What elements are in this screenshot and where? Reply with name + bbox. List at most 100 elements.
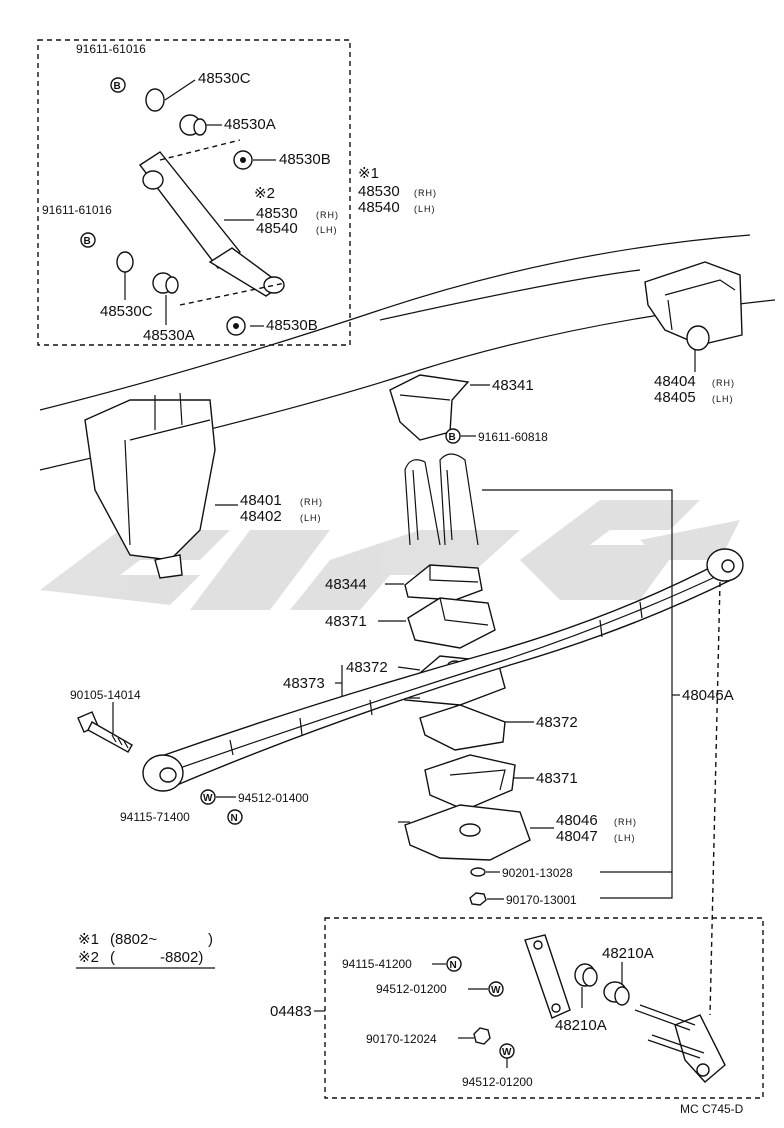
label-outer-rh: 48530 (358, 183, 400, 200)
label-48530b-top: 48530B (279, 151, 331, 168)
label-48404-side: (RH) (712, 378, 735, 388)
svg-text:B: B (114, 81, 121, 92)
bushing-a-bot-icon (152, 272, 179, 294)
label-48405: 48405 (654, 389, 696, 406)
leader-line (164, 79, 196, 101)
svg-text:N: N (450, 960, 457, 971)
note2-mark: ※2 (78, 949, 99, 966)
label-outer-lh: 48540 (358, 199, 400, 216)
bushing-c-top-icon (145, 88, 165, 112)
nut-n-icon: N (227, 809, 243, 825)
svg-text:W: W (502, 1047, 512, 1058)
front-hanger-icon (84, 392, 216, 579)
bolt-b-top-icon: B (110, 77, 126, 93)
label-absorber-rh-side: (RH) (316, 210, 339, 220)
label-48372-bot: 48372 (536, 714, 578, 731)
diagram-code: MC C745-D (680, 1102, 744, 1116)
label-48371-top: 48371 (325, 613, 367, 630)
label-48401: 48401 (240, 492, 282, 509)
bushing-a-top-icon (179, 114, 207, 136)
label-94512-01200-bot: 94512-01200 (462, 1075, 533, 1089)
label-48046a: 48046A (682, 687, 734, 704)
pad-icon (404, 564, 483, 601)
bumper-icon (389, 374, 470, 441)
washer-w-shackle-bot-icon: W (499, 1043, 515, 1059)
label-94512-01400: 94512-01400 (238, 791, 309, 805)
washer-w-shackle-top-icon: W (488, 981, 504, 997)
label-bumper-bolt: 91611-60818 (478, 430, 548, 444)
label-94512-01200-top: 94512-01200 (376, 982, 447, 996)
spring-seat-icon (398, 804, 531, 861)
spring-assy-bracket-line (482, 489, 673, 899)
bushing-48210a-top-icon (603, 981, 630, 1006)
washer-small-icon (470, 867, 486, 877)
label-48341: 48341 (492, 377, 534, 394)
u-bolt-icon (404, 453, 479, 546)
label-48047: 48047 (556, 828, 598, 845)
label-bolt-top: 91611-61016 (76, 42, 146, 56)
label-mark2: ※2 (254, 185, 275, 202)
washer-w-icon: W (200, 789, 216, 805)
label-outer-lh-side: (LH) (414, 204, 436, 214)
note2-close: -8802) (160, 949, 203, 966)
label-mark1: ※1 (358, 165, 379, 182)
label-absorber-lh-side: (LH) (316, 225, 338, 235)
svg-text:B: B (84, 236, 91, 247)
label-absorber-lh: 48540 (256, 220, 298, 237)
svg-text:N: N (231, 813, 238, 824)
label-94115-41200: 94115-41200 (342, 957, 412, 971)
spacer-bot-icon (419, 704, 506, 751)
label-48530c-bot: 48530C (100, 303, 153, 320)
note1-close: ) (208, 931, 213, 948)
label-absorber-rh: 48530 (256, 205, 298, 222)
label-48344: 48344 (325, 576, 367, 593)
leaf-spring-icon (142, 548, 744, 792)
label-48405-side: (LH) (712, 394, 734, 404)
shackle-pin-icon (634, 1004, 726, 1083)
label-48372-top: 48372 (346, 659, 388, 676)
note2-text: ( (110, 949, 115, 966)
bushing-b-top-icon (233, 150, 253, 170)
label-48047-side: (LH) (614, 833, 636, 843)
rear-bracket-icon (644, 261, 743, 351)
label-48404: 48404 (654, 373, 696, 390)
clamp-top-icon (407, 597, 496, 649)
label-04483: 04483 (270, 1003, 312, 1020)
leader-dashed (159, 139, 241, 161)
label-48402-side: (LH) (300, 513, 322, 523)
svg-text:W: W (203, 793, 213, 804)
label-48530a-top: 48530A (224, 116, 276, 133)
shock-absorber-box (37, 39, 351, 346)
note1-mark: ※1 (78, 931, 99, 948)
leader-dashed (709, 581, 721, 1016)
label-48371-bot: 48371 (536, 770, 578, 787)
label-90201: 90201-13028 (502, 866, 573, 880)
leader-line (397, 666, 421, 671)
bolt-b-bumper-icon: B (445, 428, 461, 444)
frame-rail-line (39, 234, 751, 411)
label-48402: 48402 (240, 508, 282, 525)
clamp-bot-icon (424, 754, 516, 811)
label-48530c-top: 48530C (198, 70, 251, 87)
flange-nut-icon (473, 1027, 491, 1045)
nut-n-shackle-icon: N (446, 956, 462, 972)
label-48530b-bot: 48530B (266, 317, 318, 334)
label-48210a-top: 48210A (602, 945, 654, 962)
label-90105: 90105-14014 (70, 688, 141, 702)
label-48046: 48046 (556, 812, 598, 829)
frame-rail-line-mid (379, 269, 641, 321)
label-48046-side: (RH) (614, 817, 637, 827)
bolt-b-mid-icon: B (80, 232, 96, 248)
note1-text: (8802~ (110, 931, 157, 948)
label-48373: 48373 (283, 675, 325, 692)
shock-absorber-icon (138, 151, 285, 297)
label-48530a-bot: 48530A (143, 327, 195, 344)
bushing-b-bot-icon (226, 316, 246, 336)
svg-text:W: W (491, 985, 501, 996)
svg-text:B: B (449, 432, 456, 443)
label-48210a-bot: 48210A (555, 1017, 607, 1034)
shackle-box (324, 917, 764, 1099)
nut-small-icon (469, 892, 487, 906)
label-94115-71400: 94115-71400 (120, 810, 190, 824)
